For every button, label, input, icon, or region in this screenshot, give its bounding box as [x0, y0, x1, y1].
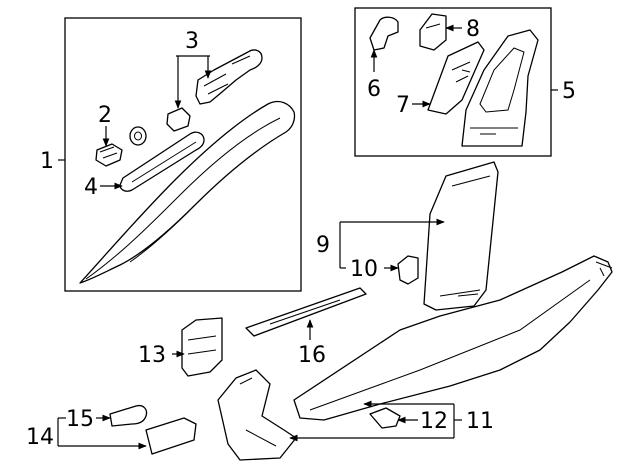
callout-15: 15	[66, 407, 94, 432]
callout-5: 5	[562, 79, 576, 104]
kick-panel-part	[217, 369, 297, 461]
grab-handle-part	[195, 49, 263, 105]
sill-trim-part	[293, 255, 613, 421]
callout-10: 10	[350, 257, 378, 282]
callout-2: 2	[98, 103, 112, 128]
cover-panel-part	[181, 317, 223, 377]
callout-3: 3	[185, 29, 199, 54]
callout-14: 14	[26, 425, 54, 450]
callout-16: 16	[298, 343, 326, 368]
lamp-part	[145, 417, 197, 455]
b-pillar-upper-trim-part	[461, 29, 539, 147]
group-box-a-pillar	[64, 17, 302, 292]
bulb-part	[109, 404, 148, 427]
callout-13: 13	[138, 343, 166, 368]
callout-12: 12	[420, 409, 448, 434]
bracket-part	[419, 13, 447, 51]
inner-panel-part	[427, 41, 485, 115]
callout-6: 6	[367, 77, 381, 102]
washer-part	[129, 126, 147, 146]
group-box-b-pillar	[354, 7, 552, 157]
retainer-part	[166, 107, 191, 132]
callout-9: 9	[316, 233, 330, 258]
b-pillar-lower-trim-part	[423, 161, 499, 311]
a-pillar-trim-part	[79, 100, 296, 284]
sill-clip-part	[369, 407, 401, 429]
callout-1: 1	[40, 149, 54, 174]
pillar-clip-part	[397, 255, 419, 285]
clip-part	[95, 143, 123, 167]
callout-7: 7	[396, 93, 410, 118]
callout-8: 8	[466, 17, 480, 42]
hook-part	[369, 16, 399, 51]
callout-11: 11	[466, 409, 494, 434]
callout-4: 4	[84, 175, 98, 200]
